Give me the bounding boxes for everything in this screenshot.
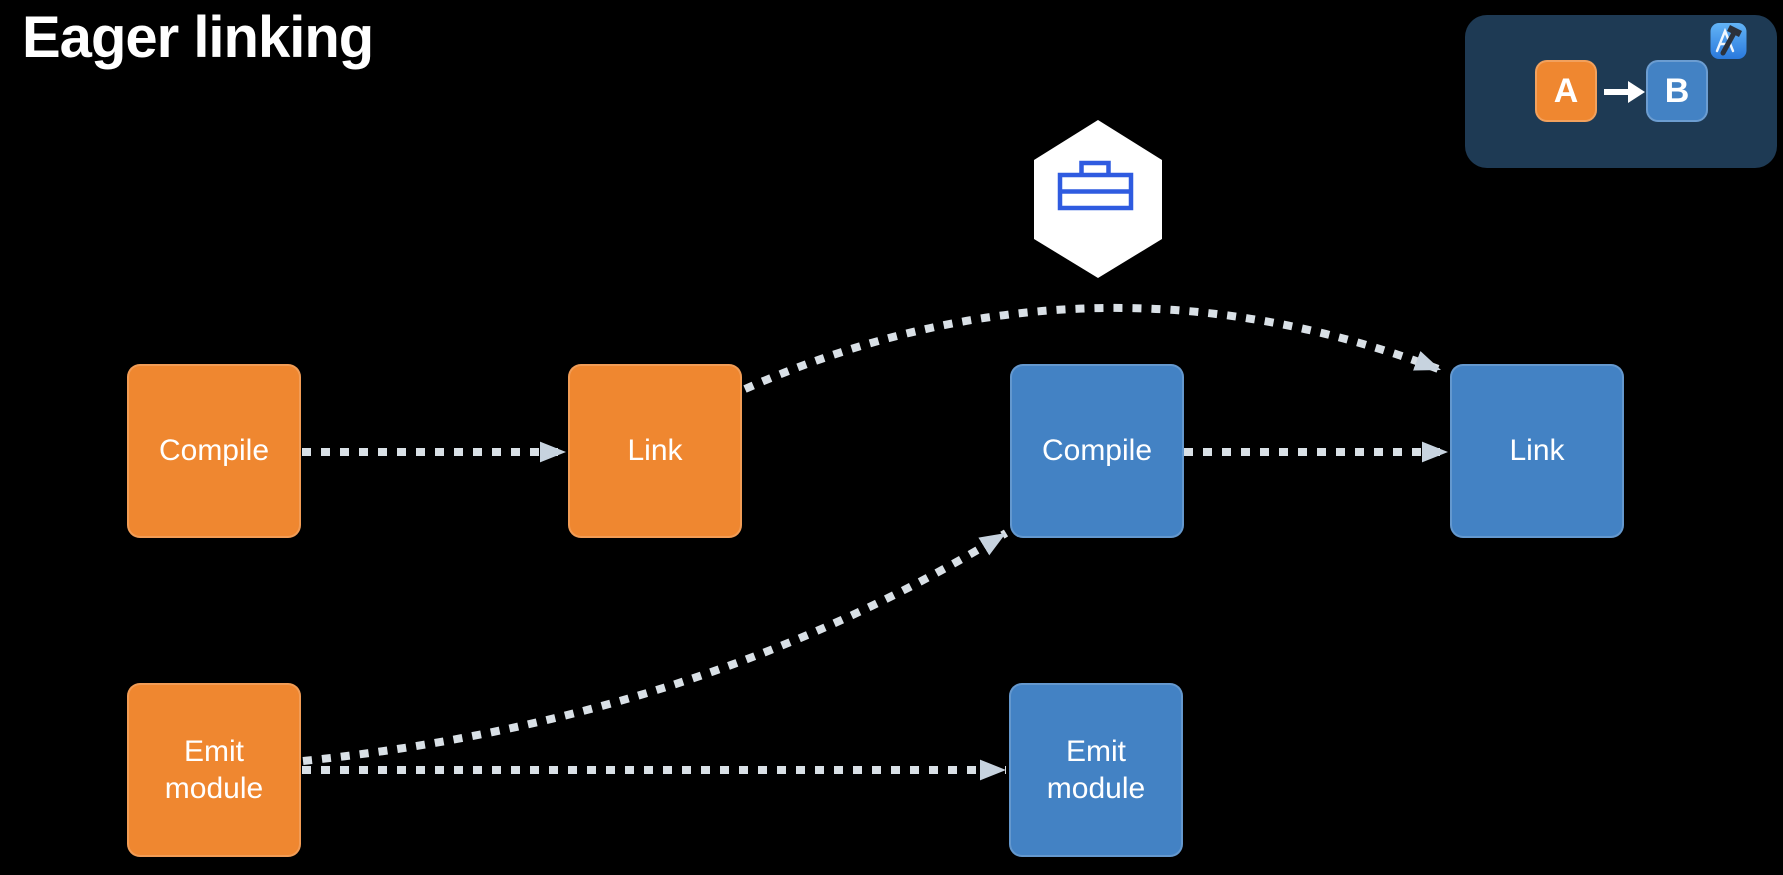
node-label: Link xyxy=(1509,434,1565,468)
xcode-app-icon xyxy=(1710,23,1747,59)
node-label: Compile xyxy=(1041,434,1153,468)
node-compile-a: Compile xyxy=(127,364,301,538)
legend-target-b: B xyxy=(1646,60,1708,122)
node-link-b: Link xyxy=(1450,364,1624,538)
legend-target-a: A xyxy=(1535,60,1597,122)
node-label: Link xyxy=(627,434,683,468)
hexagon-badge xyxy=(1034,120,1162,278)
node-label: Emit module xyxy=(164,734,264,806)
right-arrow-icon xyxy=(1604,81,1645,103)
legend-target-a-label: A xyxy=(1553,71,1579,110)
node-label: Emit module xyxy=(1046,734,1146,806)
arrow-emit-a-to-compile-b xyxy=(302,529,1009,765)
node-emit-module-b: Emit module xyxy=(1009,683,1183,857)
node-emit-module-a: Emit module xyxy=(127,683,301,857)
page-title: Eager linking xyxy=(22,5,374,70)
legend-target-b-label: B xyxy=(1664,71,1690,110)
node-link-a: Link xyxy=(568,364,742,538)
legend-panel: A B xyxy=(1465,15,1777,168)
hammer-glyph xyxy=(1720,25,1742,56)
toolbox-icon xyxy=(1057,160,1134,211)
arrow-link-a-to-link-b xyxy=(743,303,1443,393)
node-label: Compile xyxy=(158,434,270,468)
node-compile-b: Compile xyxy=(1010,364,1184,538)
